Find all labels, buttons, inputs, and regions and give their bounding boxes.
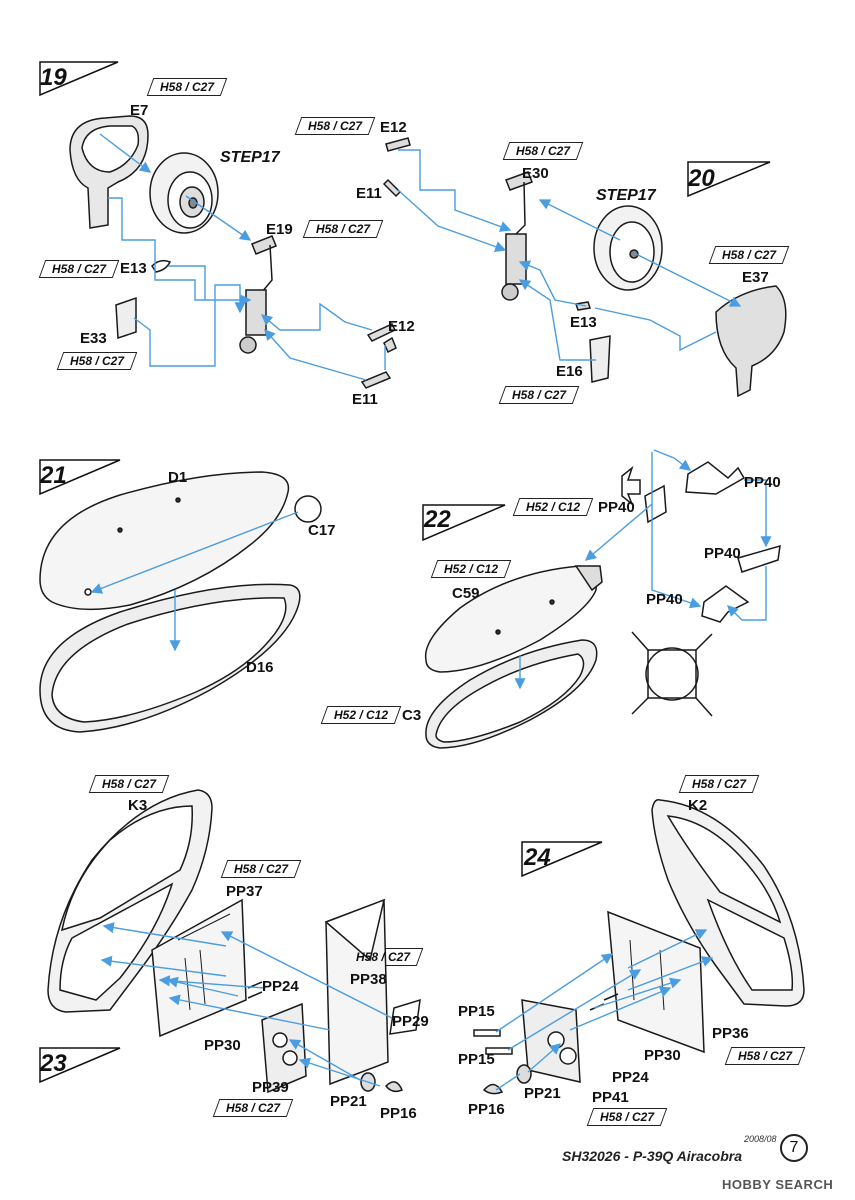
part-label-pp38: PP38 (350, 971, 387, 988)
part-label-e7: E7 (130, 102, 149, 119)
paint-code: H58 / C27 (682, 775, 756, 793)
part-label-d1: D1 (168, 469, 188, 486)
part-label-c3: C3 (402, 707, 422, 724)
step23-drawing (47, 789, 421, 1094)
part-label-e12: E12 (388, 318, 415, 335)
step23-arrows (100, 922, 393, 1087)
step20-drawing (382, 137, 787, 398)
part-label-pp40: PP40 (744, 474, 781, 491)
part-label-e11: E11 (352, 391, 378, 408)
part-label-pp15: PP15 (458, 1051, 495, 1068)
step21-drawing (39, 471, 322, 733)
part-label-pp24: PP24 (612, 1069, 649, 1086)
part-label-pp21: PP21 (330, 1093, 367, 1110)
part-label-e13: E13 (120, 260, 147, 277)
part-label-k2: K2 (688, 797, 708, 814)
part-label-e37: E37 (742, 269, 769, 286)
paint-code: H58 / C27 (42, 260, 116, 278)
step-number-19: 19 (40, 64, 67, 91)
part-label-pp40: PP40 (598, 499, 635, 516)
paint-code: H58 / C27 (298, 117, 372, 135)
c17-disc (294, 495, 322, 523)
paint-code: H52 / C12 (434, 560, 508, 578)
part-label-pp24: PP24 (262, 978, 299, 995)
part-label-pp40: PP40 (646, 591, 683, 608)
part-label-e19: E19 (266, 221, 293, 238)
part-label-c59: C59 (452, 585, 480, 602)
part-label-e12-b: E12 (380, 119, 407, 136)
part-label-pp16: PP16 (468, 1101, 505, 1118)
step-number-24: 24 (524, 844, 551, 871)
paint-code: H58 / C27 (590, 1108, 664, 1126)
paint-code: H58 / C27 (728, 1047, 802, 1065)
step-tab-shapes (39, 61, 771, 1084)
part-label-k3: K3 (128, 797, 148, 814)
part-label-pp37: PP37 (226, 883, 263, 900)
step-number-23: 23 (40, 1050, 67, 1077)
part-label-e13-b: E13 (570, 314, 597, 331)
assembly-cross-diagram (631, 631, 713, 717)
e19-strut (251, 235, 277, 255)
footer-date: 2008/08 (744, 1134, 777, 1144)
page-number: 7 (780, 1134, 808, 1162)
step22-arrows (514, 449, 772, 690)
part-label-pp40: PP40 (704, 545, 741, 562)
paint-code: H58 / C27 (506, 142, 580, 160)
part-label-step17-b: STEP17 (596, 187, 656, 204)
part-label-e11-b: E11 (356, 185, 382, 202)
e37-gear-door (715, 285, 787, 398)
paint-code: H58 / C27 (92, 775, 166, 793)
part-label-pp30: PP30 (204, 1037, 241, 1054)
part-label-pp15: PP15 (458, 1003, 495, 1020)
part-label-pp41: PP41 (592, 1089, 629, 1106)
e30-strut (505, 171, 533, 191)
paint-code: H58 / C27 (224, 860, 298, 878)
part-label-pp39: PP39 (252, 1079, 289, 1096)
paint-code: H52 / C12 (516, 498, 590, 516)
d1-upper-half (39, 471, 290, 611)
pp36-panel (607, 910, 705, 1054)
part-label-d16: D16 (246, 659, 274, 676)
part-label-pp29: PP29 (392, 1013, 429, 1030)
watermark-text: HOBBY SEARCH (722, 1177, 834, 1192)
step-number-22: 22 (424, 506, 451, 533)
paint-code: H52 / C12 (324, 706, 398, 724)
part-label-pp36: PP36 (712, 1025, 749, 1042)
paint-code: H58 / C27 (150, 78, 224, 96)
c59-upper-half (424, 565, 597, 673)
step-number-20: 20 (688, 165, 715, 192)
step19-arrows (99, 133, 386, 381)
part-label-step17: STEP17 (220, 149, 280, 166)
part-label-pp30: PP30 (644, 1047, 681, 1064)
part-label-pp21: PP21 (524, 1085, 561, 1102)
paint-code: H58 / C27 (712, 246, 786, 264)
step24-arrows (495, 929, 714, 1091)
part-label-e16: E16 (556, 363, 583, 380)
step24-drawing (473, 798, 805, 1095)
step20-arrows (397, 149, 742, 361)
part-label-c17: C17 (308, 522, 336, 539)
step21-arrows (90, 511, 299, 652)
step19-drawing (69, 115, 397, 389)
step-number-21: 21 (40, 462, 67, 489)
paint-code: H58 / C27 (216, 1099, 290, 1117)
paint-code: H58 / C27 (306, 220, 380, 238)
footer-title: SH32026 - P-39Q Airacobra (562, 1148, 743, 1164)
paint-code: H58 / C27 (346, 948, 420, 966)
paint-code: H58 / C27 (60, 352, 134, 370)
part-label-e30: E30 (522, 165, 549, 182)
paint-code: H58 / C27 (502, 386, 576, 404)
pp39-plate (261, 1002, 307, 1094)
part-label-pp16: PP16 (380, 1105, 417, 1122)
part-label-e33: E33 (80, 330, 107, 347)
